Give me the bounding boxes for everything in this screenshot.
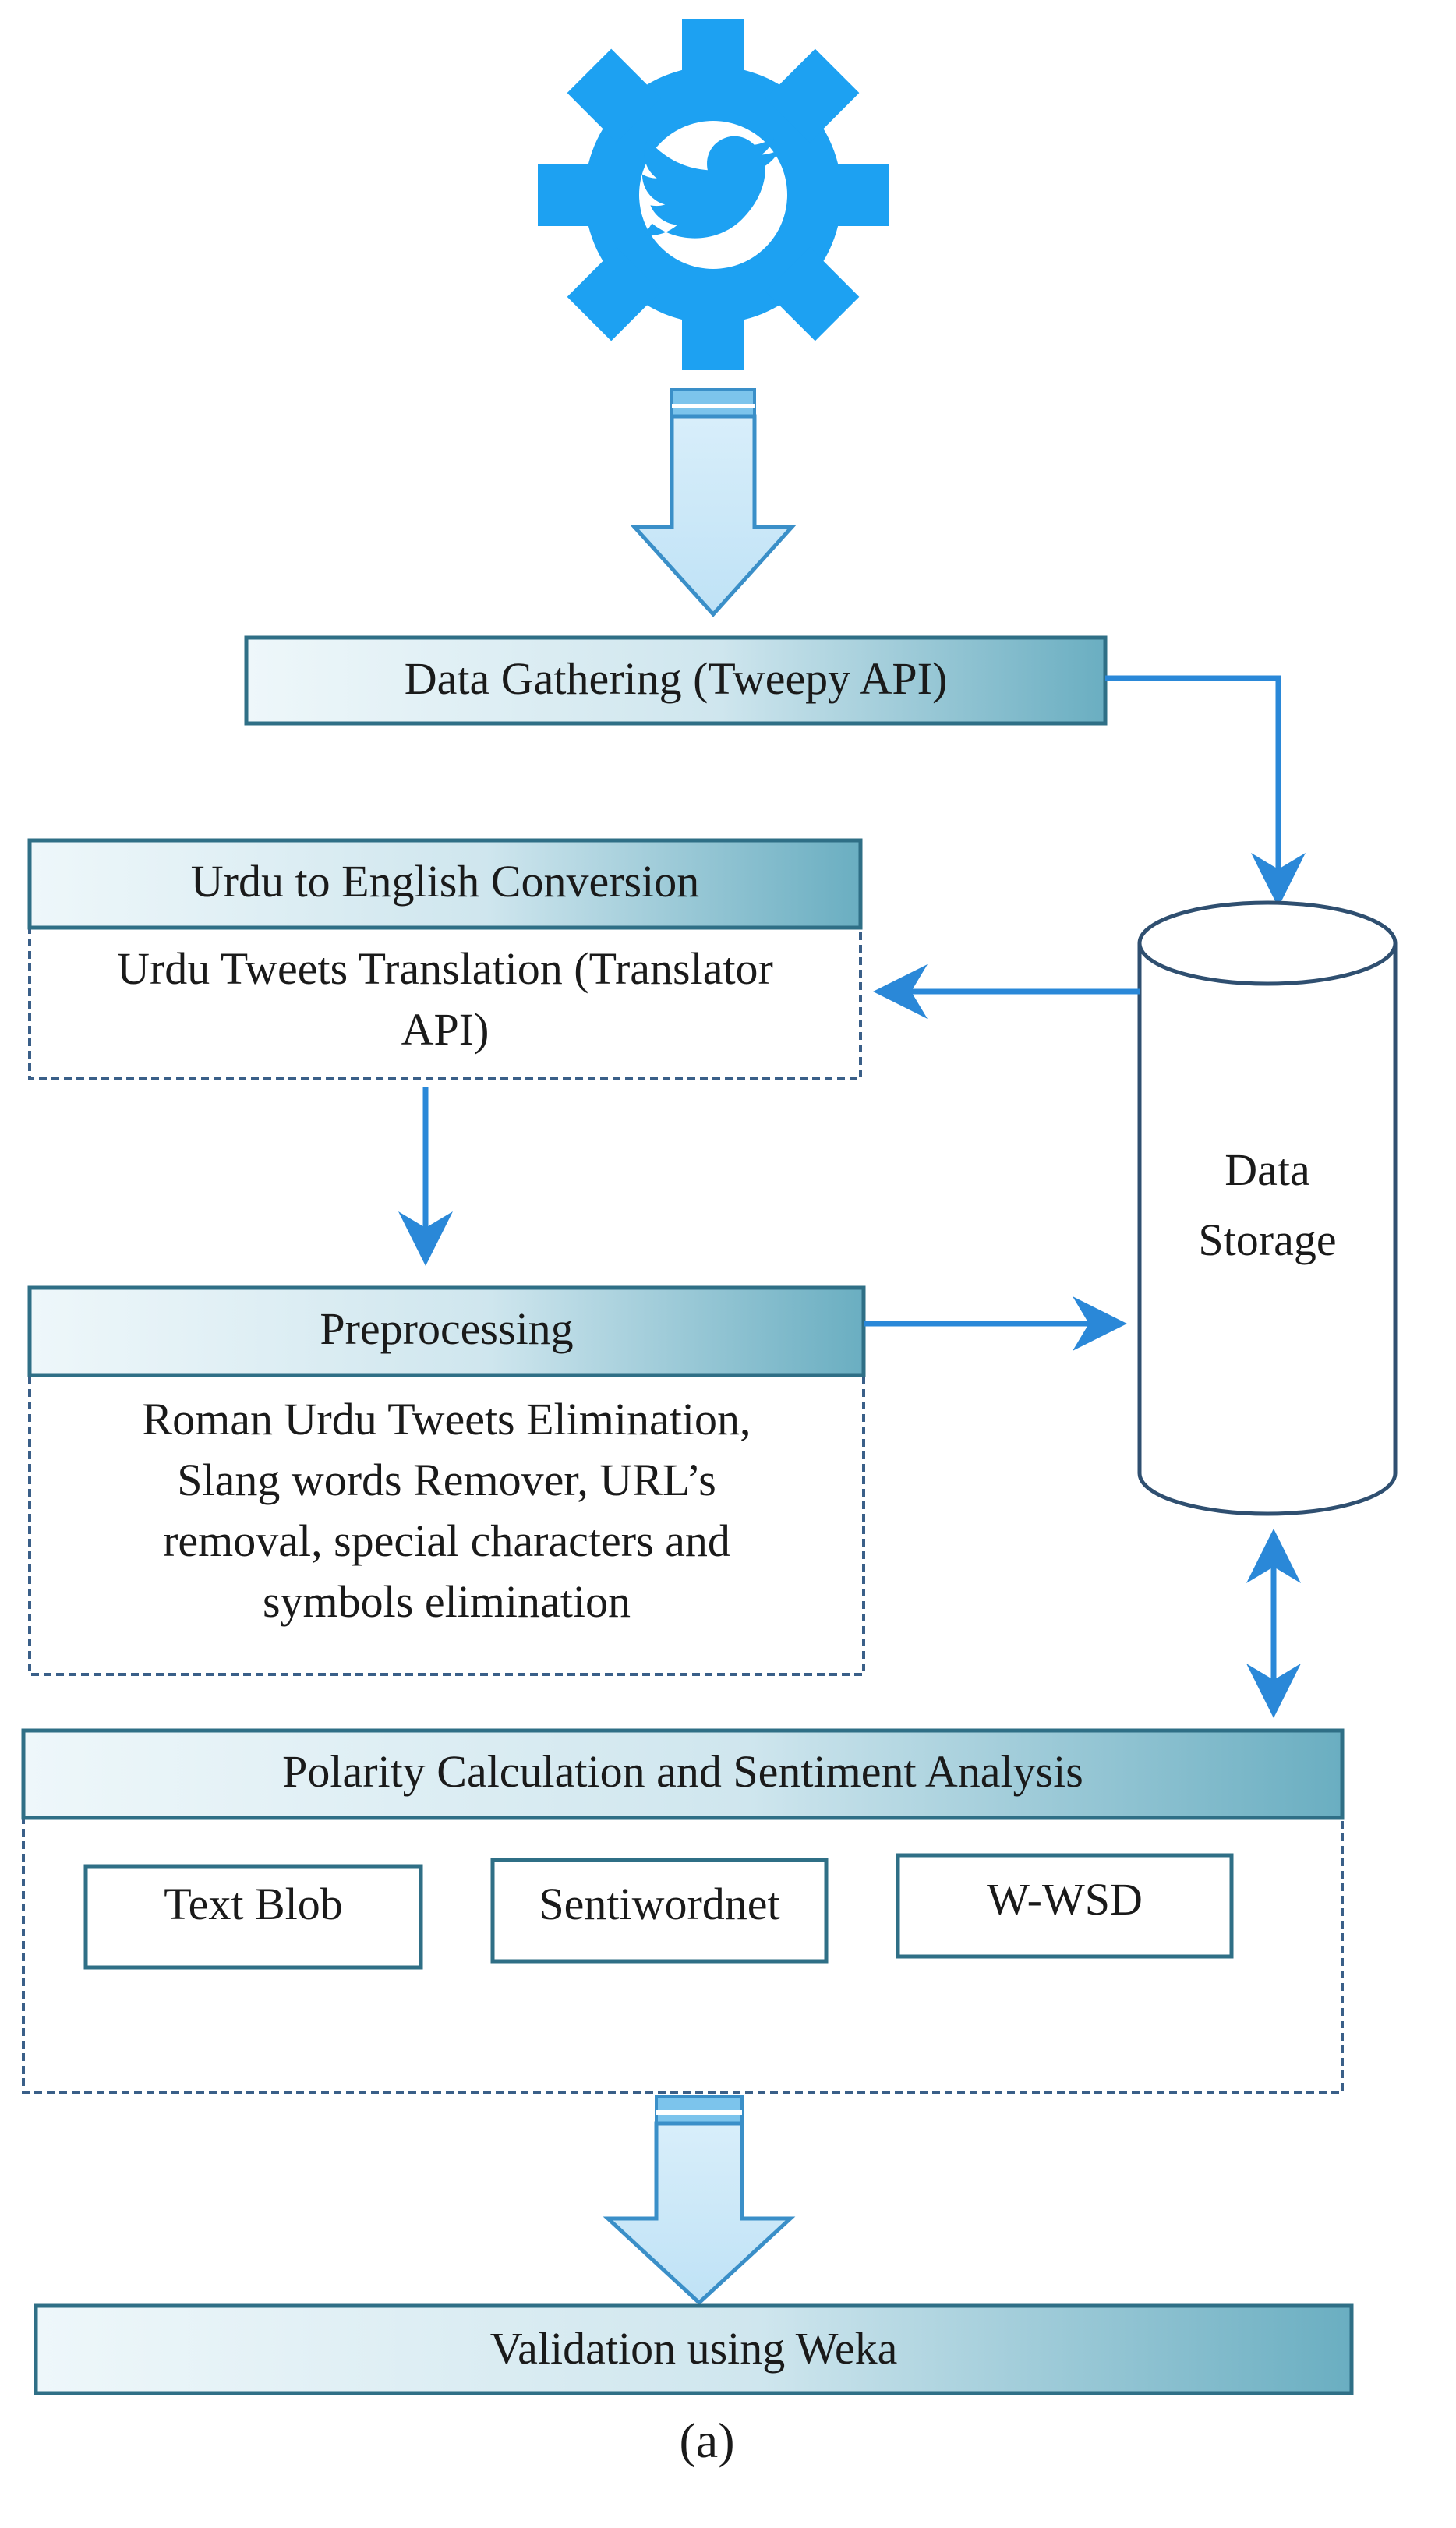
arrow-gathering-to-storage xyxy=(1105,675,1306,907)
data-gathering-label: Data Gathering (Tweepy API) xyxy=(405,653,948,704)
validation-label: Validation using Weka xyxy=(490,2323,898,2374)
block-arrow-top xyxy=(630,388,797,617)
urdu-conversion-line-2: API) xyxy=(401,1004,489,1055)
urdu-conversion-header: Urdu to English Conversion xyxy=(191,856,699,907)
twitter-gear-icon xyxy=(538,19,889,370)
twitter-bird-icon xyxy=(641,136,780,239)
method-w-wsd: W-WSD xyxy=(896,1853,1234,1959)
data-storage-label-2: Storage xyxy=(1198,1215,1336,1265)
method-text-blob-label: Text Blob xyxy=(164,1879,343,1929)
validation-box: Validation using Weka xyxy=(34,2303,1354,2395)
preprocessing-line-2: Slang words Remover, URL’s xyxy=(177,1455,716,1505)
preprocessing-line-3: removal, special characters and xyxy=(163,1515,730,1566)
figure-caption: (a) xyxy=(679,2413,734,2468)
preprocessing-header: Preprocessing xyxy=(320,1303,573,1354)
urdu-conversion-box: Urdu to English Conversion Urdu Tweets T… xyxy=(27,838,863,1080)
data-storage-label-1: Data xyxy=(1225,1144,1310,1195)
urdu-conversion-line-1: Urdu Tweets Translation (Translator xyxy=(117,943,773,994)
method-text-blob: Text Blob xyxy=(83,1864,423,1970)
method-sentiwordnet: Sentiwordnet xyxy=(490,1858,829,1964)
block-arrow-bottom xyxy=(603,2095,796,2306)
data-storage-cylinder: Data Storage xyxy=(1137,900,1398,1516)
method-w-wsd-label: W-WSD xyxy=(987,1874,1143,1925)
preprocessing-line-1: Roman Urdu Tweets Elimination, xyxy=(143,1394,751,1444)
polarity-box: Polarity Calculation and Sentiment Analy… xyxy=(21,1728,1345,2094)
polarity-header: Polarity Calculation and Sentiment Analy… xyxy=(282,1746,1083,1797)
preprocessing-line-4: symbols elimination xyxy=(263,1576,631,1627)
data-gathering-box: Data Gathering (Tweepy API) xyxy=(244,635,1108,726)
preprocessing-box: Preprocessing Roman Urdu Tweets Eliminat… xyxy=(27,1285,866,1676)
method-sentiwordnet-label: Sentiwordnet xyxy=(539,1879,779,1929)
